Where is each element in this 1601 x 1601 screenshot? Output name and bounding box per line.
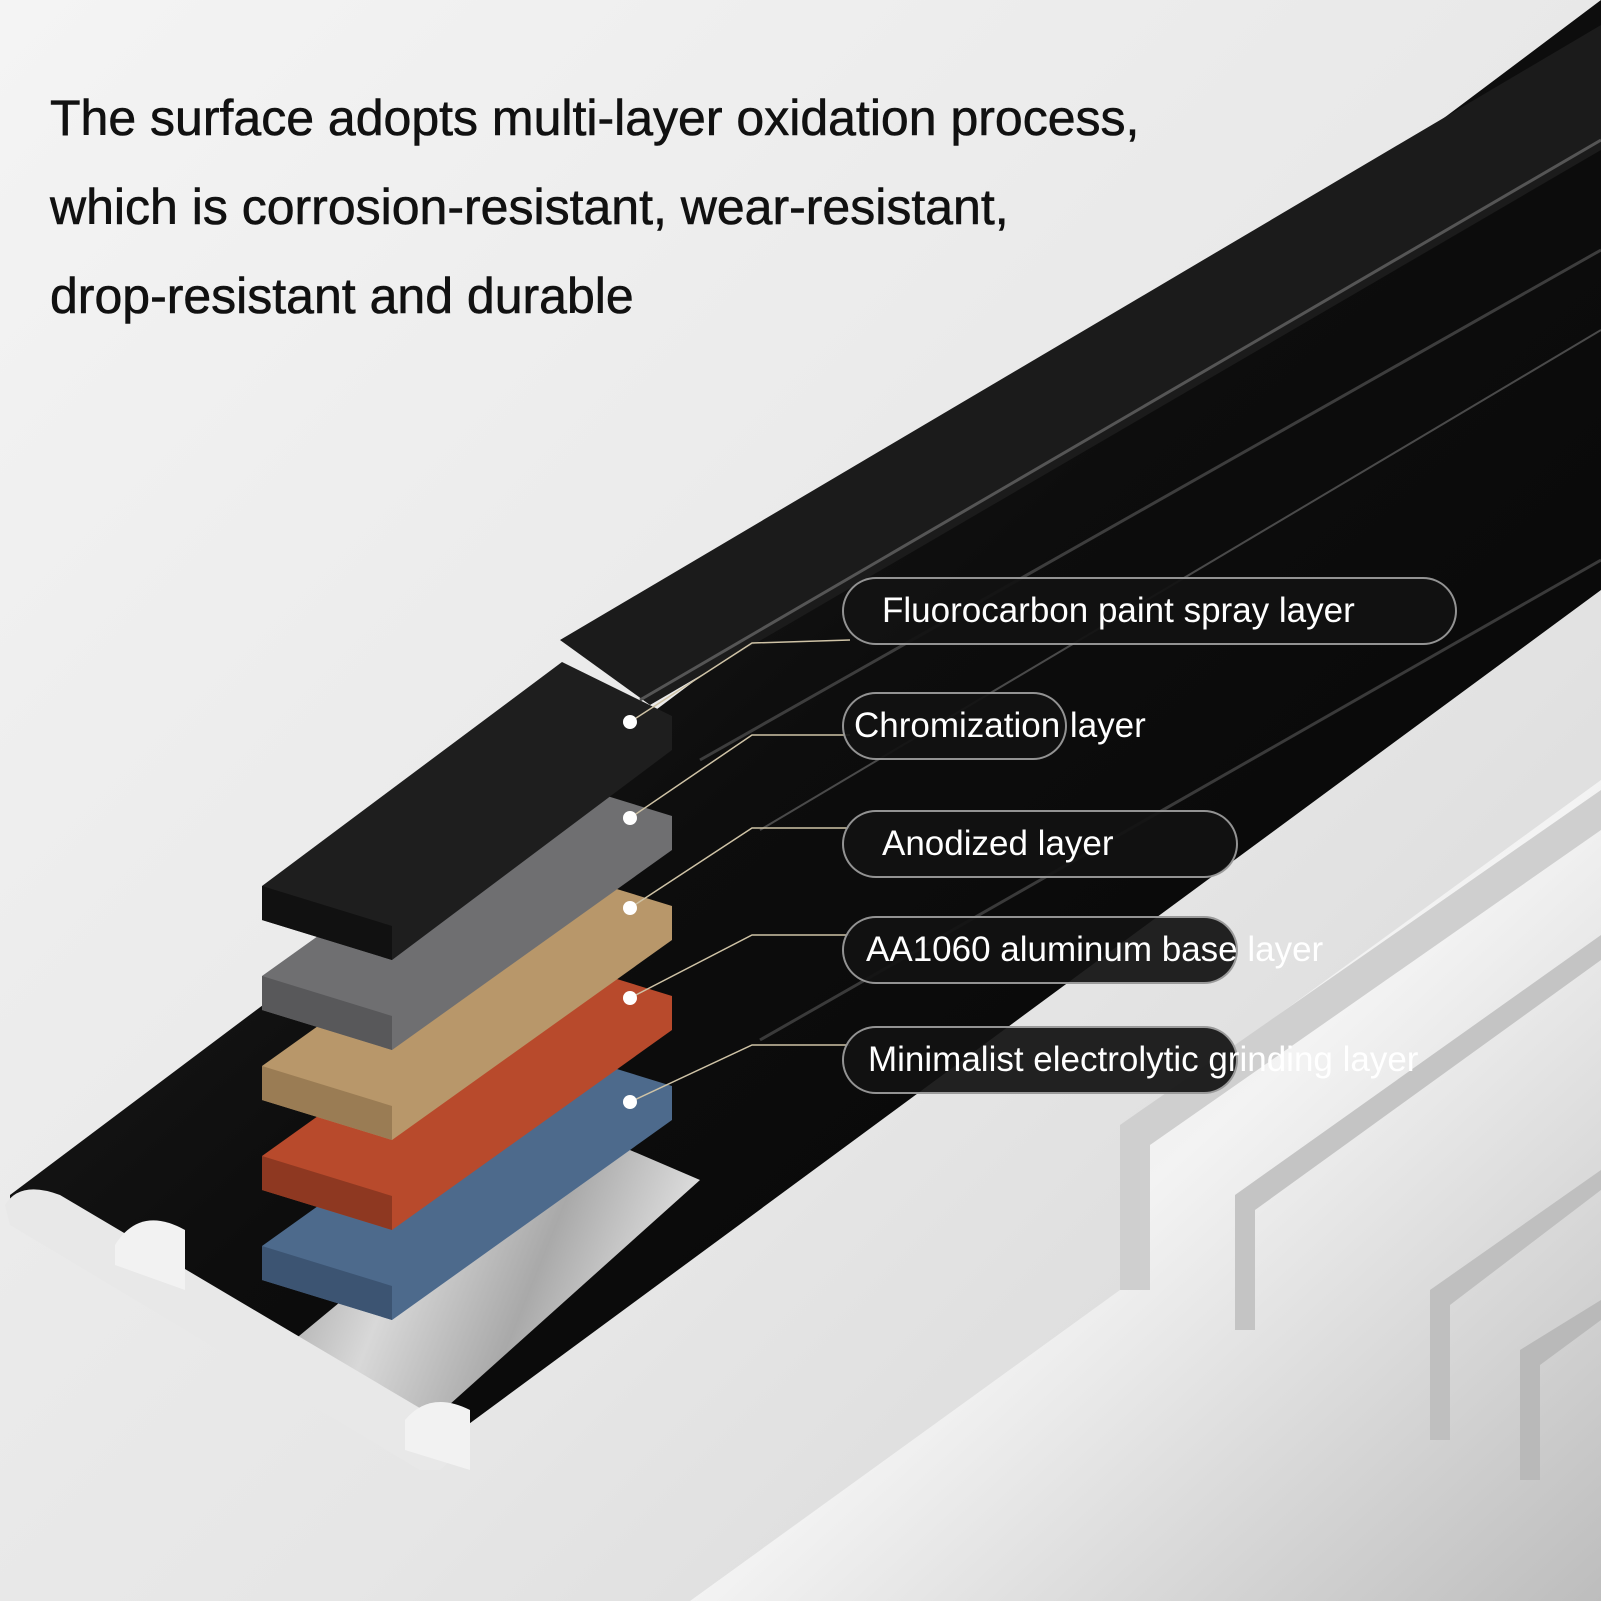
label-chromization-text: Chromization layer <box>854 706 1146 745</box>
label-electrolytic-text: Minimalist electrolytic grinding layer <box>868 1040 1419 1079</box>
label-aa1060-text: AA1060 aluminum base layer <box>866 930 1324 969</box>
headline-line-1: The surface adopts multi-layer oxidation… <box>50 90 1140 147</box>
layer-slabs <box>262 662 672 1320</box>
slab-minimalist-electrolytic <box>262 1046 672 1320</box>
slab-chromization <box>262 776 672 1050</box>
slab-fluorocarbon <box>262 662 672 960</box>
brushed-inner-face <box>270 1120 700 1440</box>
label-anodized-text: Anodized layer <box>882 824 1114 863</box>
headline-line-3: drop-resistant and durable <box>50 268 634 325</box>
headline-line-2: which is corrosion-resistant, wear-resis… <box>50 179 1009 236</box>
leader-dots <box>623 715 637 1109</box>
black-profile-top-face <box>560 25 1601 705</box>
label-fluorocarbon-layer: Fluorocarbon paint spray layer <box>842 577 1457 645</box>
headline: The surface adopts multi-layer oxidation… <box>50 74 1350 341</box>
slab-aa1060-aluminum <box>262 956 672 1230</box>
label-aa1060-layer: AA1060 aluminum base layer <box>842 916 1323 984</box>
label-electrolytic-layer: Minimalist electrolytic grinding layer <box>842 1026 1418 1094</box>
label-fluorocarbon-text: Fluorocarbon paint spray layer <box>882 591 1355 630</box>
label-chromization-layer: Chromization layer <box>842 692 1146 760</box>
label-anodized-layer: Anodized layer <box>842 810 1238 878</box>
slab-anodized <box>262 866 672 1140</box>
leader-lines <box>629 639 851 1103</box>
